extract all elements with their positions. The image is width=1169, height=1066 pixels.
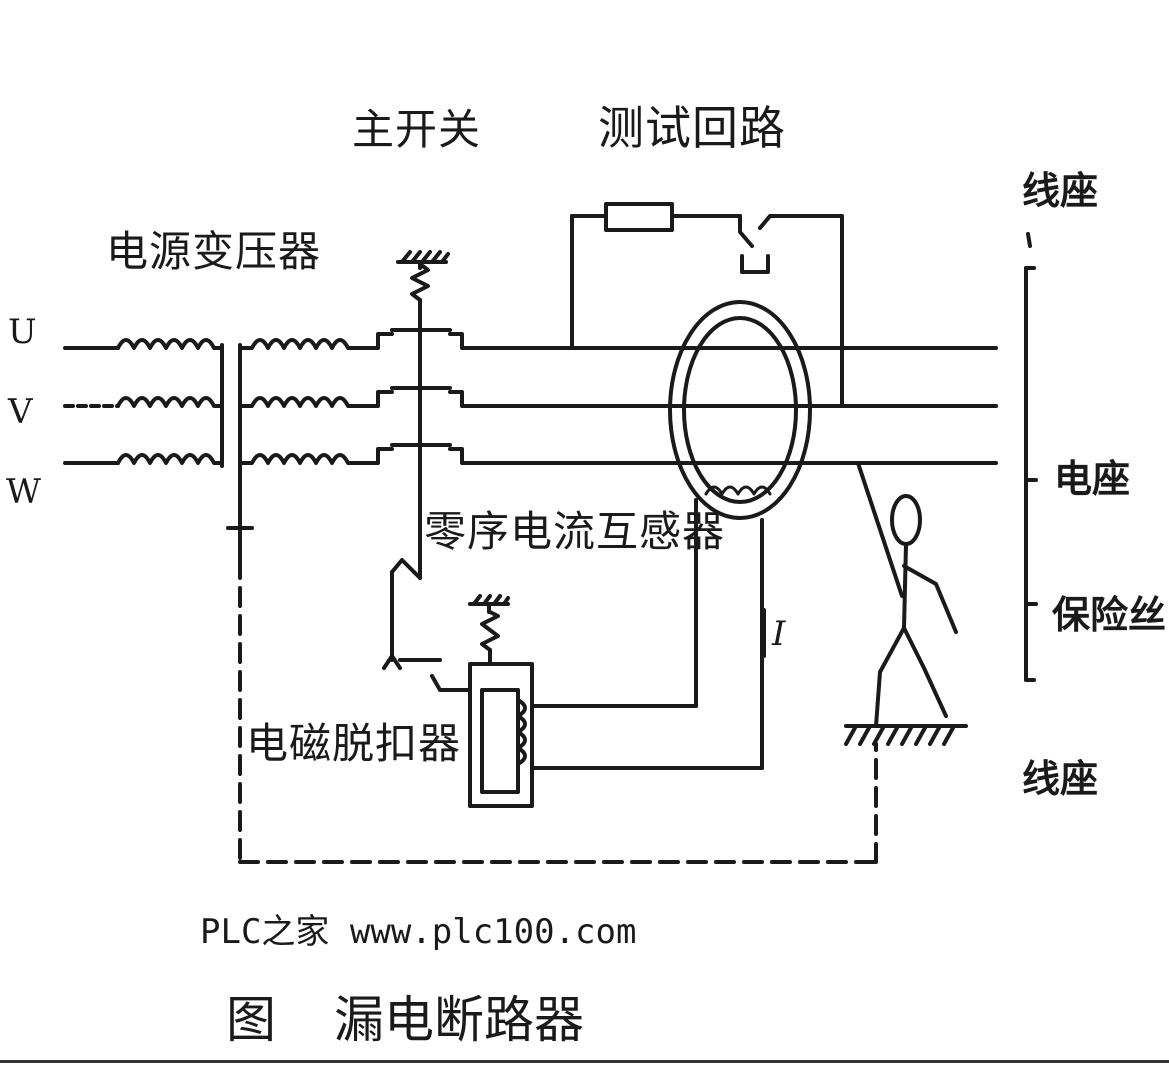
phase-u-label: U: [8, 312, 37, 352]
person-figure: [844, 461, 968, 746]
electromagnetic-trip: [382, 570, 534, 808]
right-bracket: [1024, 232, 1038, 682]
line-base-top-label: 线座: [1022, 169, 1099, 213]
current-symbol-label: I: [772, 614, 786, 654]
main-switch-contacts: [370, 250, 472, 580]
earth-return-dashed: [238, 558, 878, 864]
zero-sequence-ct: [668, 300, 812, 520]
fuse-label: 保险丝: [1052, 593, 1167, 637]
zero-sequence-ct-label: 零序电流互感器: [424, 507, 726, 556]
secondary-coils: [226, 338, 374, 562]
line-base-bottom-label: 线座: [1022, 757, 1099, 801]
caption-title: 漏电断路器: [334, 991, 584, 1049]
test-circuit: [570, 202, 844, 408]
lamp-base-label: 电座: [1054, 457, 1131, 501]
ct-secondary-wires: [530, 498, 766, 770]
phase-v-label: V: [8, 392, 33, 432]
main-switch-label: 主开关: [352, 105, 482, 154]
electromagnetic-trip-label: 电磁脱扣器: [246, 719, 462, 768]
primary-coils: [116, 338, 224, 468]
main-lines: [468, 346, 998, 465]
phase-w-label: W: [6, 472, 41, 512]
bottom-divider: [0, 1060, 1169, 1063]
test-circuit-label: 测试回路: [598, 101, 786, 155]
caption-prefix: 图: [226, 991, 276, 1049]
input-phase-lines: [63, 346, 120, 465]
source-watermark: PLC之家 www.plc100.com: [200, 912, 637, 952]
power-transformer-label: 电源变压器: [106, 227, 322, 276]
